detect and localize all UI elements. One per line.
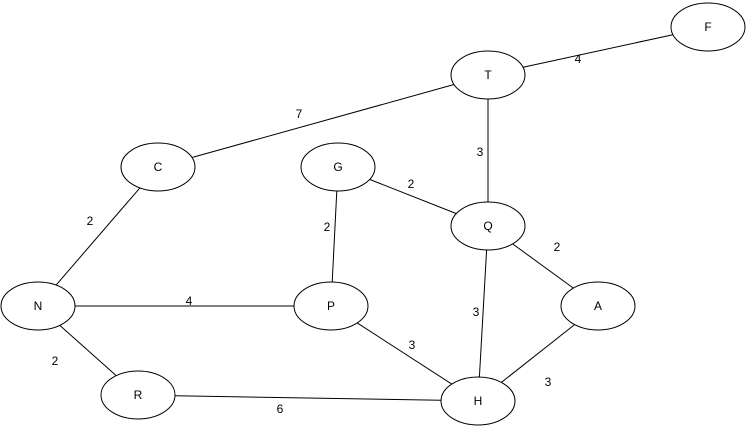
node-r: R — [100, 370, 176, 420]
edge-n-r — [59, 325, 117, 376]
edge-weight-q-a: 2 — [554, 240, 561, 254]
node-t: T — [450, 50, 526, 100]
node-a-ellipse — [560, 281, 636, 331]
edge-weight-t-q: 3 — [477, 145, 484, 159]
node-n-label: N — [34, 299, 43, 313]
edge-weight-n-p: 4 — [186, 294, 193, 308]
node-c: C — [120, 142, 196, 192]
edge-weight-p-h: 3 — [409, 338, 416, 352]
edge-p-h — [356, 322, 453, 385]
edge-weight-r-h: 6 — [277, 402, 284, 416]
edge-weight-a-h: 3 — [545, 375, 552, 389]
edge-weight-q-h: 3 — [473, 305, 480, 319]
node-c-ellipse — [120, 142, 196, 192]
node-q-ellipse — [450, 201, 526, 251]
node-c-label: C — [154, 160, 163, 174]
node-t-ellipse — [450, 50, 526, 100]
node-n: N — [0, 281, 76, 331]
edge-a-h — [501, 324, 575, 383]
node-p: P — [293, 281, 369, 331]
edge-q-a — [512, 243, 574, 289]
node-h-label: H — [474, 394, 483, 408]
node-a: A — [560, 281, 636, 331]
edge-g-p — [331, 190, 338, 283]
node-p-label: P — [327, 299, 335, 313]
node-g-ellipse — [300, 142, 376, 192]
node-r-label: R — [134, 388, 143, 402]
node-n-ellipse — [0, 281, 76, 331]
node-h-ellipse — [440, 376, 516, 426]
node-q-label: Q — [483, 219, 492, 233]
node-a-label: A — [594, 299, 602, 313]
node-f-label: F — [704, 20, 711, 34]
node-r-ellipse — [100, 370, 176, 420]
edge-c-n — [55, 187, 141, 286]
edges-layer — [55, 34, 674, 401]
node-p-ellipse — [293, 281, 369, 331]
edge-weight-c-t: 7 — [296, 107, 303, 121]
edge-c-t — [191, 84, 455, 158]
edge-weight-t-f: 4 — [575, 52, 582, 66]
node-q: Q — [450, 201, 526, 251]
edge-weight-c-n: 2 — [87, 214, 94, 228]
node-g-label: G — [333, 160, 342, 174]
edge-weight-n-r: 2 — [52, 354, 59, 368]
edge-weights-layer: 4 7 3 2 2 2 2 4 3 3 2 3 6 — [52, 52, 582, 416]
node-h: H — [440, 376, 516, 426]
edge-t-f — [522, 34, 674, 68]
edge-q-h — [478, 249, 488, 378]
node-f-ellipse — [670, 2, 746, 52]
edge-weight-g-p: 2 — [324, 220, 331, 234]
node-t-label: T — [484, 68, 492, 82]
edge-g-q — [369, 178, 457, 215]
node-f: F — [670, 2, 746, 52]
edge-r-h — [174, 395, 442, 401]
edge-weight-g-q: 2 — [408, 177, 415, 191]
node-g: G — [300, 142, 376, 192]
